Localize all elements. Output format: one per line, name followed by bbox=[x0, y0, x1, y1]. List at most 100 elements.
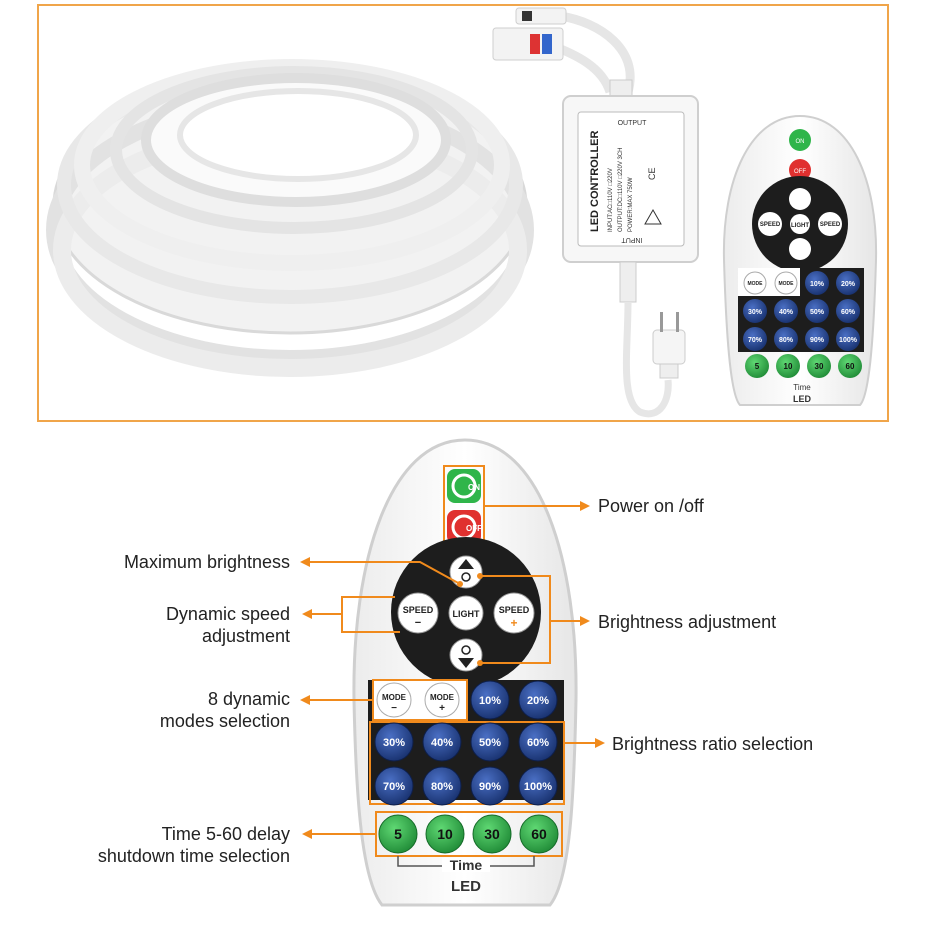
led-brand-label: LED bbox=[451, 878, 481, 895]
svg-text:LIGHT: LIGHT bbox=[453, 609, 480, 619]
svg-text:90%: 90% bbox=[479, 781, 501, 793]
ce-mark: CE bbox=[647, 167, 657, 180]
callout-lines bbox=[300, 501, 605, 839]
sun-icon bbox=[461, 645, 471, 655]
svg-text:−: − bbox=[415, 617, 421, 629]
svg-text:SPEED: SPEED bbox=[403, 605, 434, 615]
led-strip-coil bbox=[46, 59, 534, 377]
controller-title: LED CONTROLLER bbox=[589, 131, 601, 232]
callout-brightness-ratio: Brightness ratio selection bbox=[612, 734, 814, 754]
callout-brightness-adjustment: Brightness adjustment bbox=[598, 612, 777, 632]
callout-modes-line2: modes selection bbox=[159, 711, 290, 731]
callout-power: Power on /off bbox=[598, 496, 704, 516]
small-off-button bbox=[789, 159, 811, 181]
callout-time-line1: Time 5-60 delay bbox=[161, 824, 290, 844]
svg-text:70%: 70% bbox=[748, 337, 763, 344]
svg-text:SPEED: SPEED bbox=[760, 222, 781, 228]
brightness-60-button[interactable]: 60% bbox=[518, 722, 558, 762]
svg-text:40%: 40% bbox=[779, 309, 794, 316]
timer-30-button[interactable]: 30 bbox=[472, 814, 512, 854]
svg-text:90%: 90% bbox=[810, 337, 825, 344]
svg-text:100%: 100% bbox=[524, 781, 552, 793]
brightness-10-button[interactable]: 10% bbox=[470, 680, 510, 720]
svg-text:OFF: OFF bbox=[794, 169, 806, 175]
svg-text:MODE: MODE bbox=[779, 281, 795, 287]
svg-text:40%: 40% bbox=[431, 737, 453, 749]
svg-text:10: 10 bbox=[437, 826, 453, 842]
controller-power-spec: POWER:MAX 750W bbox=[628, 177, 634, 232]
svg-text:+: + bbox=[439, 703, 445, 714]
brightness-20-button[interactable]: 20% bbox=[518, 680, 558, 720]
svg-text:MODE: MODE bbox=[430, 693, 455, 702]
small-remote: ON OFF SPEED SPEED LIGHT MODE MODE 10% 20% 3… bbox=[722, 114, 878, 406]
callout-dynamic-speed-line1: Dynamic speed bbox=[165, 604, 290, 624]
mode-plus-button[interactable] bbox=[424, 682, 460, 718]
svg-text:−: − bbox=[391, 703, 397, 714]
svg-text:60: 60 bbox=[846, 362, 855, 371]
small-on-button bbox=[789, 129, 811, 151]
svg-text:SPEED: SPEED bbox=[499, 605, 530, 615]
svg-text:50%: 50% bbox=[810, 309, 825, 316]
svg-text:+: + bbox=[510, 616, 517, 630]
svg-text:5: 5 bbox=[394, 826, 402, 842]
callout-max-brightness: Maximum brightness bbox=[123, 552, 290, 572]
callout-modes-line1: 8 dynamic bbox=[207, 689, 290, 709]
timer-10-button[interactable]: 10 bbox=[425, 814, 465, 854]
controller-input-label: INPUT bbox=[621, 236, 643, 243]
svg-text:10%: 10% bbox=[810, 281, 825, 288]
led-controller-box: OUTPUT INPUT LED CONTROLLER INPUT:AC□110… bbox=[492, 7, 699, 418]
speed-plus-button[interactable] bbox=[493, 592, 535, 634]
brightness-90-button[interactable]: 90% bbox=[470, 766, 510, 806]
large-remote: ON OFF SPEED − SPEED + LIGHT MODE − MODE… bbox=[352, 438, 578, 907]
svg-text:30: 30 bbox=[484, 826, 500, 842]
brightness-ratio-callout-frame bbox=[369, 721, 565, 805]
speed-minus-button[interactable] bbox=[397, 592, 439, 634]
svg-text:Time: Time bbox=[793, 383, 811, 392]
svg-text:30%: 30% bbox=[383, 737, 405, 749]
svg-text:10%: 10% bbox=[479, 695, 501, 707]
callout-time-line2: shutdown time selection bbox=[97, 846, 290, 866]
brightness-80-button[interactable]: 80% bbox=[422, 766, 462, 806]
light-button[interactable] bbox=[448, 595, 484, 631]
svg-text:60: 60 bbox=[531, 826, 547, 842]
svg-text:MODE: MODE bbox=[382, 693, 407, 702]
sun-icon bbox=[461, 572, 471, 582]
controller-output-spec: OUTPUT:DC□110V □220V 3CH bbox=[618, 148, 624, 233]
svg-text:LIGHT: LIGHT bbox=[791, 223, 809, 229]
svg-text:MODE: MODE bbox=[748, 281, 764, 287]
svg-text:20%: 20% bbox=[527, 695, 549, 707]
brightness-down-button[interactable] bbox=[449, 638, 483, 672]
svg-text:30%: 30% bbox=[748, 309, 763, 316]
brightness-50-button[interactable]: 50% bbox=[470, 722, 510, 762]
svg-text:60%: 60% bbox=[527, 737, 549, 749]
svg-text:30: 30 bbox=[815, 362, 824, 371]
on-label: ON bbox=[468, 483, 480, 492]
svg-text:5: 5 bbox=[755, 362, 760, 371]
svg-text:80%: 80% bbox=[431, 781, 453, 793]
svg-text:60%: 60% bbox=[841, 309, 856, 316]
svg-text:80%: 80% bbox=[779, 337, 794, 344]
mode-minus-button[interactable] bbox=[376, 682, 412, 718]
controller-output-label: OUTPUT bbox=[618, 120, 648, 127]
svg-text:10: 10 bbox=[784, 362, 793, 371]
time-label: Time bbox=[450, 857, 483, 873]
brightness-40-button[interactable]: 40% bbox=[422, 722, 462, 762]
timer-5-button[interactable]: 5 bbox=[378, 814, 418, 854]
svg-text:SPEED: SPEED bbox=[820, 222, 841, 228]
svg-text:LED: LED bbox=[793, 394, 812, 404]
svg-text:20%: 20% bbox=[841, 281, 856, 288]
svg-text:50%: 50% bbox=[479, 737, 501, 749]
off-label: OFF bbox=[466, 524, 482, 533]
brightness-30-button[interactable]: 30% bbox=[374, 722, 414, 762]
svg-text:ON: ON bbox=[796, 139, 805, 145]
warning-icon bbox=[644, 208, 662, 225]
timer-60-button[interactable]: 60 bbox=[519, 814, 559, 854]
brightness-100-button[interactable]: 100% bbox=[518, 766, 558, 806]
brightness-up-button[interactable] bbox=[449, 555, 483, 589]
controller-input-spec: INPUT:AC□110V □220V bbox=[608, 168, 614, 232]
svg-text:100%: 100% bbox=[839, 337, 858, 344]
svg-text:70%: 70% bbox=[383, 781, 405, 793]
callout-dynamic-speed-line2: adjustment bbox=[201, 626, 290, 646]
brightness-70-button[interactable]: 70% bbox=[374, 766, 414, 806]
